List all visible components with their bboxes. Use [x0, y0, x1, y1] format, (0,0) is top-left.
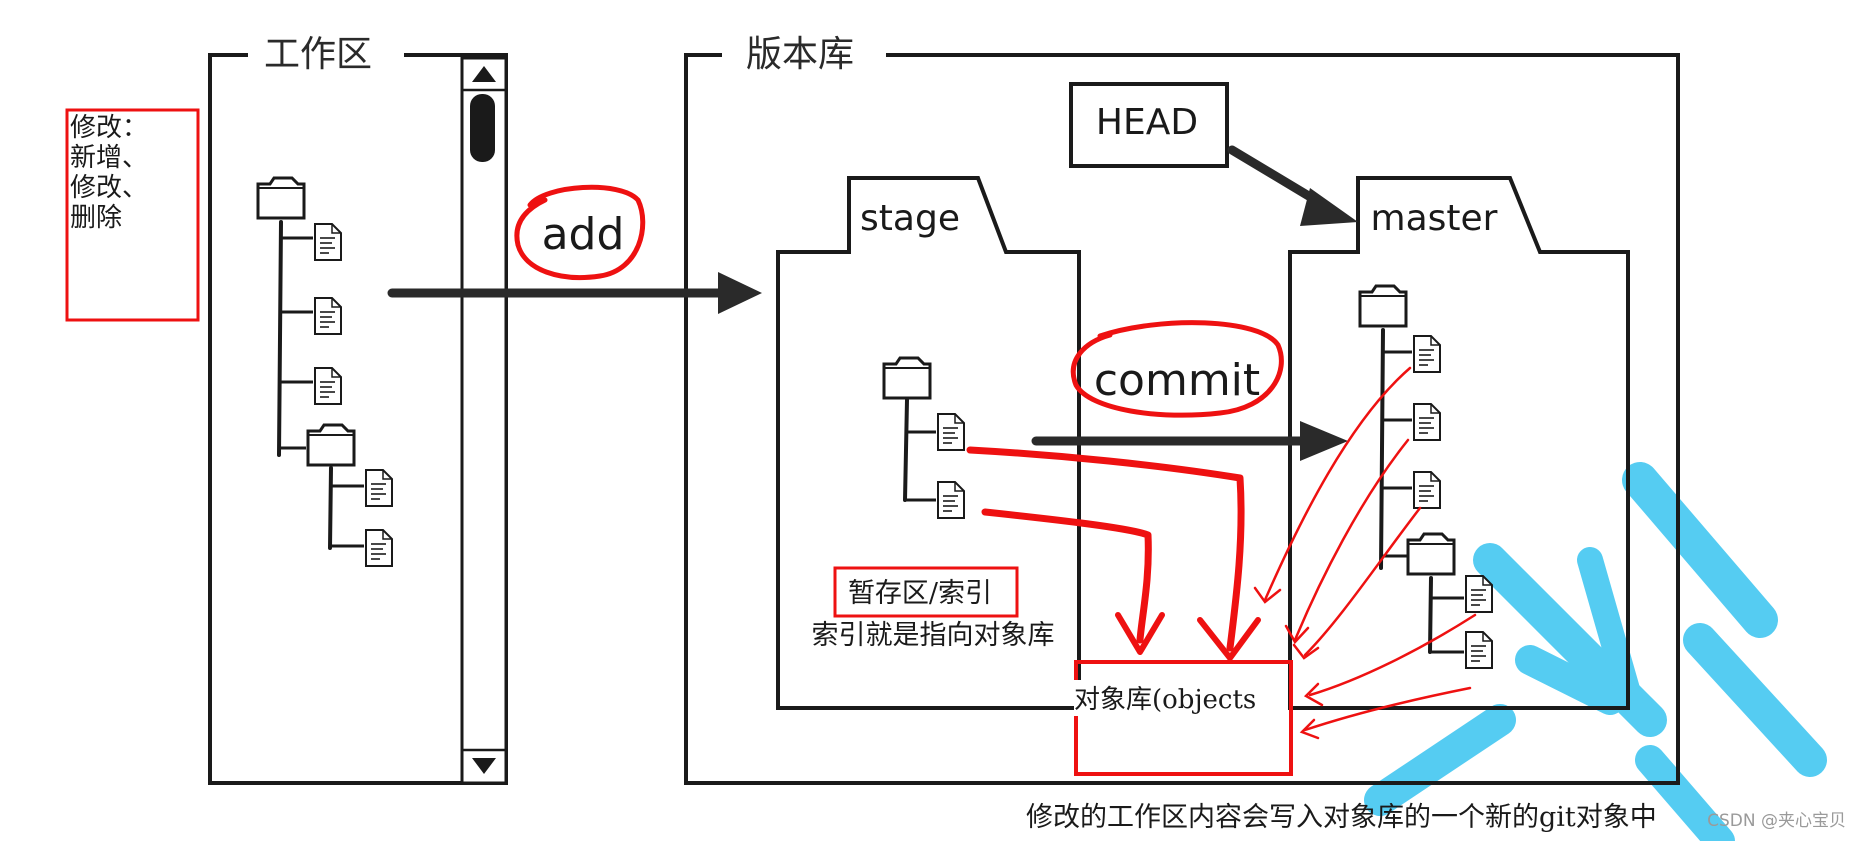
folder-icon: [306, 423, 356, 467]
head-to-master-arrow: [1227, 145, 1358, 226]
file-icon: [365, 469, 393, 507]
arrowhead-icon: [1300, 421, 1348, 461]
head-box: [1069, 82, 1229, 168]
modify-annotation-line-3: 修改、: [70, 173, 148, 203]
staging-label: 暂存区/索引: [848, 578, 992, 609]
stage-tab-label: stage: [860, 198, 960, 239]
folder-icon: [256, 176, 306, 220]
workspace-frame: [208, 53, 508, 785]
repository-panel: 版本库 HEAD stage master: [684, 34, 1680, 785]
file-icon: [1413, 471, 1441, 509]
file-icon: [1413, 403, 1441, 441]
add-arrow: [387, 272, 762, 314]
file-icon: [314, 223, 342, 261]
red-object-pointer-arrows: [1253, 366, 1477, 740]
master-folder: [1288, 176, 1630, 710]
modify-annotation-line-1: 修改：: [70, 113, 148, 143]
head-label: HEAD: [1096, 102, 1198, 143]
scroll-thumb[interactable]: [470, 94, 495, 162]
modify-annotation-line-4: 删除: [70, 203, 122, 233]
watermark-strokes: [1364, 462, 1827, 841]
objects-label: 对象库(objects: [1074, 685, 1256, 715]
bottom-note: 修改的工作区内容会写入对象库的一个新的git对象中: [1026, 802, 1657, 833]
folder-icon: [882, 356, 932, 400]
arrowhead-icon: [1300, 188, 1358, 226]
workspace-file-tree: [256, 176, 393, 567]
index-note: 索引就是指向对象库: [812, 620, 1055, 651]
folder-icon: [1358, 284, 1408, 328]
file-icon: [1413, 335, 1441, 373]
modify-annotation-box: [65, 108, 200, 322]
commit-arrow: [1031, 421, 1348, 461]
objects-box: [1074, 660, 1293, 776]
workspace-panel: 工作区: [208, 34, 508, 785]
folder-icon: [1406, 532, 1456, 576]
file-icon: [937, 481, 965, 519]
file-icon: [1465, 631, 1493, 669]
file-icon: [314, 367, 342, 405]
red-index-arrows: [966, 446, 1261, 661]
file-icon: [1465, 575, 1493, 613]
objects-label-backdrop: [1074, 680, 1286, 716]
staging-label-box: [833, 566, 1019, 618]
file-icon: [365, 529, 393, 567]
add-label: add: [542, 209, 625, 260]
repository-title: 版本库: [746, 34, 854, 75]
workspace-title: 工作区: [264, 34, 372, 75]
stage-folder: [776, 176, 1081, 710]
file-icon: [937, 413, 965, 451]
repository-frame: [684, 53, 1680, 785]
modify-annotation-line-2: 新增、: [70, 143, 148, 173]
file-icon: [314, 297, 342, 335]
arrowhead-icon: [718, 272, 762, 314]
add-red-circle: [514, 184, 646, 281]
workspace-scrollbar[interactable]: [460, 56, 508, 785]
commit-red-circle: [1070, 320, 1284, 418]
watermark-text: CSDN @夹心宝贝: [1707, 811, 1846, 831]
commit-label: commit: [1094, 355, 1260, 406]
stage-file-tree: [882, 356, 965, 519]
master-file-tree: [1358, 284, 1493, 669]
master-tab-label: master: [1371, 198, 1498, 239]
scroll-up-arrow-icon[interactable]: [472, 66, 496, 82]
scroll-down-arrow-icon[interactable]: [472, 758, 496, 774]
